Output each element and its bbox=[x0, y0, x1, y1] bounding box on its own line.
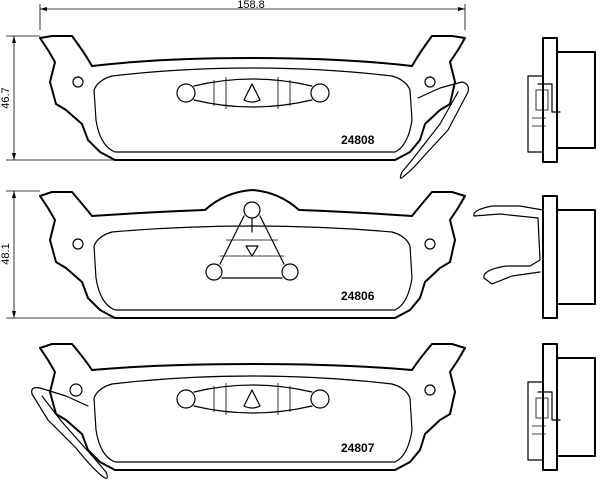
side-view-middle-clip bbox=[473, 205, 544, 285]
pad-top-wear-indicator bbox=[399, 81, 469, 179]
side-view-top-plate bbox=[542, 37, 558, 163]
pad-top-ear-hole-right bbox=[424, 76, 436, 88]
side-view-bottom bbox=[527, 343, 596, 471]
pad-middle: 24806 bbox=[39, 189, 466, 319]
side-view-top-friction bbox=[556, 51, 596, 149]
side-view-middle bbox=[473, 195, 596, 319]
side-view-bottom-friction bbox=[556, 357, 596, 457]
side-view-bottom-plate bbox=[542, 343, 558, 471]
pad-middle-retaining-clip bbox=[205, 201, 299, 281]
pad-top-part-number: 24808 bbox=[341, 133, 375, 147]
pad-bottom-ear-hole-left bbox=[69, 383, 83, 397]
side-view-top bbox=[527, 37, 596, 163]
pad-bottom-part-number: 24807 bbox=[341, 441, 375, 455]
pad-middle-ear-hole-right bbox=[424, 238, 436, 250]
pad-middle-friction-material bbox=[93, 225, 413, 311]
height-top-dimension: 46.7 bbox=[0, 35, 115, 161]
side-view-middle-plate bbox=[542, 195, 558, 319]
pad-top-shim bbox=[176, 77, 330, 109]
side-view-middle-friction bbox=[556, 209, 596, 305]
width-dimension-label: 158.8 bbox=[237, 0, 265, 11]
width-dimension: 158.8 bbox=[39, 0, 466, 30]
pad-top-ear-hole-left bbox=[72, 76, 84, 88]
pad-bottom-ear-hole-right bbox=[424, 384, 436, 396]
pad-bottom-wear-indicator bbox=[31, 387, 108, 479]
pad-top-friction-material bbox=[93, 67, 413, 153]
pad-middle-ear-hole-left bbox=[72, 238, 84, 250]
pad-middle-part-number: 24806 bbox=[341, 289, 375, 303]
height-top-dimension-label: 46.7 bbox=[0, 87, 12, 108]
pad-bottom-backing-plate bbox=[39, 343, 466, 471]
width-arrow-right bbox=[458, 7, 465, 11]
pad-bottom-friction-material bbox=[93, 375, 413, 463]
pad-top: 24808 bbox=[39, 35, 469, 179]
pad-bottom-shim bbox=[176, 383, 330, 415]
height-middle-dimension: 48.1 bbox=[0, 190, 115, 319]
width-arrow-left bbox=[40, 7, 47, 11]
pad-top-backing-plate bbox=[39, 35, 466, 161]
pad-middle-backing-plate bbox=[39, 189, 466, 319]
pad-bottom: 24807 bbox=[31, 343, 466, 479]
height-middle-dimension-label: 48.1 bbox=[0, 243, 12, 264]
